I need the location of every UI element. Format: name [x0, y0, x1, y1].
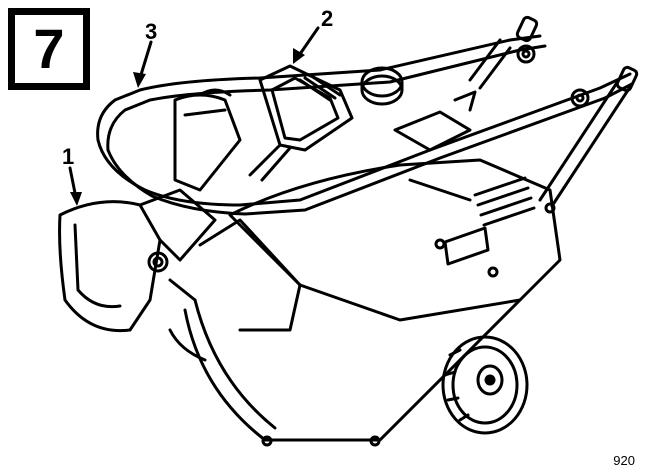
- engine-body: [228, 110, 562, 332]
- lower-handle: [453, 38, 634, 208]
- callout-label-2: 2: [321, 6, 334, 31]
- callout-label-1: 1: [62, 144, 75, 169]
- step-number: 7: [33, 17, 65, 80]
- fuel-cap: [360, 66, 404, 106]
- callout-arrows: [68, 26, 320, 206]
- auger-housing: [168, 218, 522, 447]
- step-number-box: 7: [8, 8, 90, 90]
- wheel: [441, 335, 529, 435]
- chute-deflector-handle: [248, 64, 354, 182]
- callout-label-3: 3: [145, 19, 158, 44]
- discharge-chute: [58, 88, 242, 333]
- figure-id: 920: [613, 453, 635, 468]
- upper-handle: [96, 15, 639, 216]
